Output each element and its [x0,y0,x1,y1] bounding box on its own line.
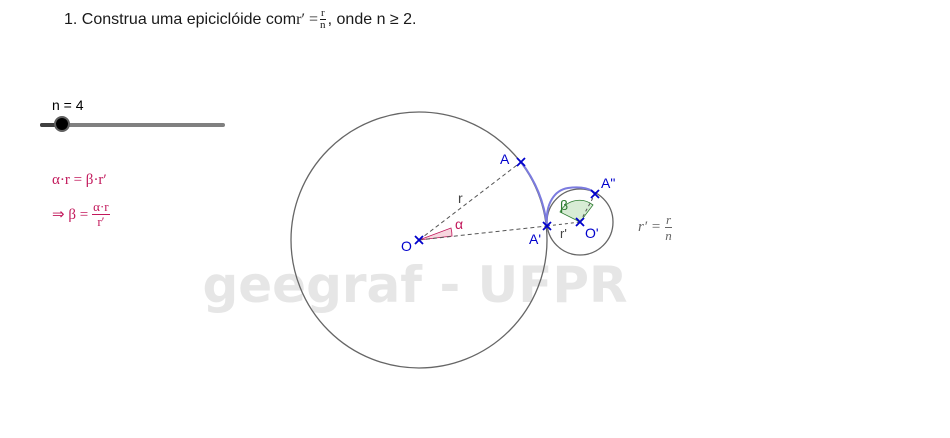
epicycloid-curve [545,186,596,227]
point-A-double-prime[interactable] [590,189,600,199]
side-formula: r′ = r n [638,212,674,243]
equation-2: ⇒ β = α·r r′ [52,200,112,229]
label-beta: β [560,197,568,213]
label-A: A [500,151,510,167]
side-formula-lhs: r′ = [638,219,661,235]
title-prefix: 1. Construa uma epiciclóide com [64,10,297,28]
title-suffix: , onde n ≥ 2. [327,10,417,28]
title-lhs: r′ = [296,10,318,28]
side-formula-den: n [665,228,672,243]
point-O[interactable] [414,235,424,245]
radius-OA-prime [418,225,548,241]
beta-angle-sector [559,199,594,223]
label-O: O [401,238,412,254]
label-r: r [458,190,463,206]
slider-label: n = 4 [52,97,84,113]
radius-O-prime-A2 [579,193,596,223]
point-markers [414,157,600,245]
label-A-prime: A' [529,231,541,247]
radius-OA [418,161,522,241]
equation-2-num: α·r [92,199,110,215]
title-fraction: r n [319,7,326,31]
n-slider-track[interactable] [40,123,225,127]
equation-1: α·r = β·r′ [52,172,107,188]
point-O-prime[interactable] [575,217,585,227]
title-frac-num: r [319,7,326,20]
title-frac-den: n [320,19,326,31]
equation-2-den: r′ [97,214,105,229]
label-O-prime: O' [585,225,599,241]
label-A-double-prime: A" [601,175,615,191]
label-r-prime: r' [560,226,567,241]
label-alpha: α [455,216,463,232]
exercise-title: 1. Construa uma epiciclóide com r′ = r n… [64,8,416,31]
equation-2-fraction: α·r r′ [92,199,110,229]
point-A-prime[interactable] [542,221,552,231]
equation-2-lhs: ⇒ β = [52,207,89,223]
n-slider-handle[interactable] [54,116,70,132]
side-formula-fraction: r n [665,212,673,243]
fixed-circle-arc [520,161,548,227]
point-A[interactable] [516,157,526,167]
fixed-circle [290,111,548,369]
side-formula-num: r [665,212,673,228]
n-slider-fill [40,123,62,127]
watermark: geegraf - UFPR [202,256,627,314]
